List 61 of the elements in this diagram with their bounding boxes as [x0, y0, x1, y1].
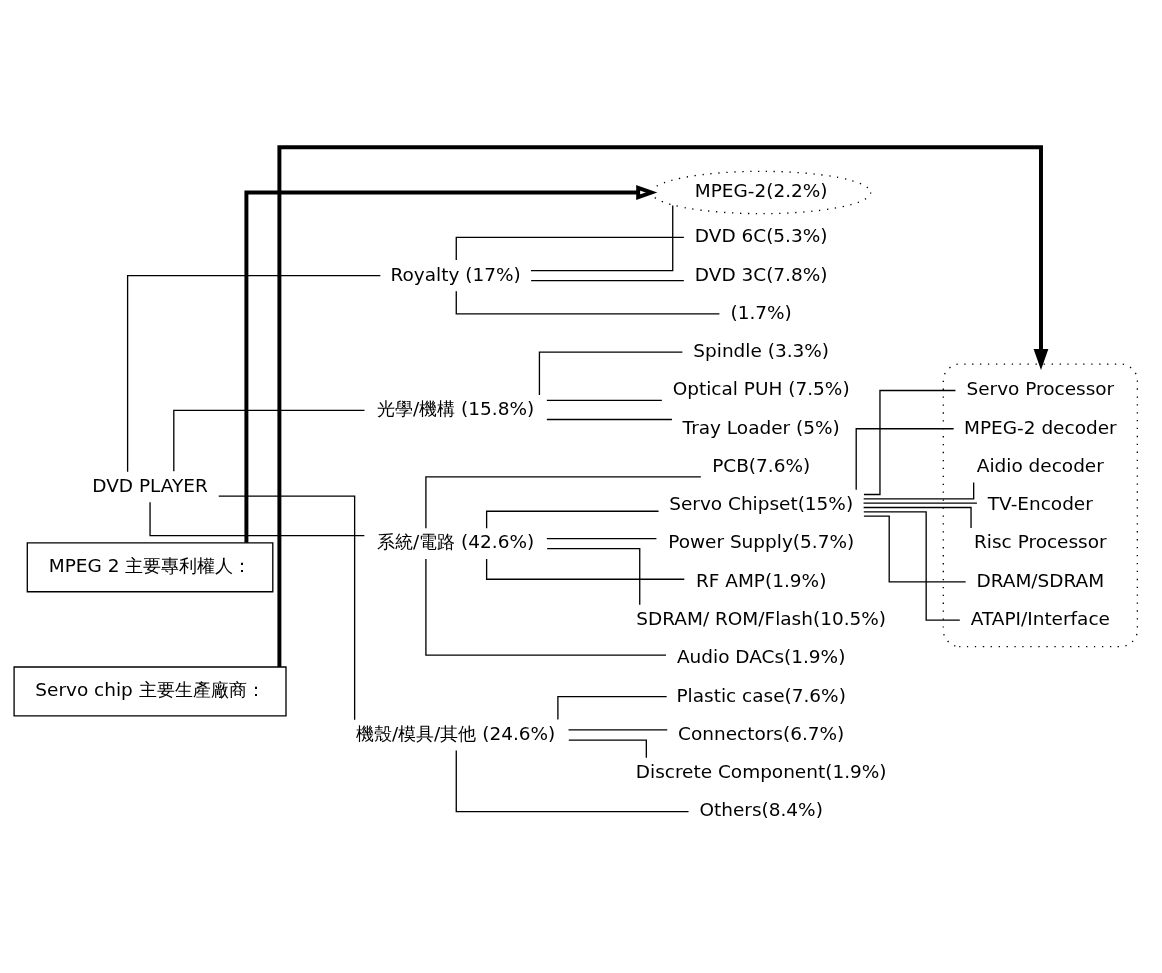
connector: [863, 506, 972, 529]
connector: [546, 399, 663, 401]
connector: [855, 427, 955, 490]
node-text: RF AMP(1.9%): [695, 569, 827, 591]
node-text: Spindle (3.3%): [693, 339, 830, 361]
connector: [218, 494, 356, 720]
node-text: DRAM/SDRAM: [976, 569, 1105, 591]
node-text: Discrete Component(1.9%): [635, 760, 887, 782]
node-text: Servo Processor: [966, 377, 1115, 399]
node-text: DVD 6C(5.3%): [694, 224, 828, 246]
connector: [546, 537, 658, 539]
node-text: Audio DACs(1.9%): [676, 645, 846, 667]
node-text: DVD 3C(7.8%): [694, 263, 828, 285]
node-text: Aidio decoder: [976, 454, 1104, 476]
node-text: Others(8.4%): [699, 798, 823, 820]
connector: [425, 475, 702, 529]
node-text: 機殼/模具/其他 (24.6%): [355, 722, 556, 744]
connector: [557, 695, 668, 720]
node-text: DVD PLAYER: [92, 474, 208, 496]
arrow: [277, 144, 1049, 667]
node-text: Power Supply(5.7%): [668, 530, 855, 552]
connector: [567, 728, 668, 731]
connector: [425, 557, 667, 656]
connector: [546, 547, 641, 605]
node-text: 光學/機構 (15.8%): [377, 397, 535, 419]
connector: [485, 557, 685, 580]
node-text: Plastic case(7.6%): [676, 684, 846, 706]
node-text: PCB(7.6%): [712, 454, 811, 476]
connector: [863, 510, 961, 621]
node-text: Servo Chipset(15%): [669, 492, 854, 514]
node-text: 系統/電路 (42.6%): [377, 530, 535, 552]
connector: [568, 738, 647, 758]
connector: [863, 515, 967, 583]
arrow: [244, 184, 658, 543]
node-text: SDRAM/ ROM/Flash(10.5%): [636, 607, 887, 629]
connector: [863, 481, 975, 499]
cluster: [942, 362, 1138, 647]
node-text: Risc Processor: [974, 530, 1107, 552]
node-box: Servo chip 主要生產廠商：: [13, 665, 287, 716]
node-box: MPEG 2 主要專利權人：: [26, 541, 274, 592]
connector: [173, 409, 366, 472]
node-text: Tray Loader (5%): [682, 416, 840, 438]
connector: [455, 290, 721, 315]
connector: [538, 351, 684, 396]
connector: [455, 236, 685, 261]
node-text: ATAPI/Interface: [970, 607, 1110, 629]
connector: [530, 204, 674, 271]
node-text: MPEG-2 decoder: [964, 416, 1117, 438]
node-text: (1.7%): [730, 301, 792, 323]
node-text: Royalty (17%): [390, 263, 521, 285]
connector: [862, 502, 978, 504]
node-text: Connectors(6.7%): [678, 722, 845, 744]
connector: [485, 510, 660, 529]
node-text: TV-Encoder: [987, 492, 1093, 514]
node-text: Optical PUH (7.5%): [672, 377, 850, 399]
connector: [530, 279, 685, 281]
connector: [863, 389, 957, 495]
connector: [455, 749, 690, 812]
connector: [546, 418, 673, 420]
connector: [149, 501, 365, 536]
connector: [126, 274, 382, 472]
